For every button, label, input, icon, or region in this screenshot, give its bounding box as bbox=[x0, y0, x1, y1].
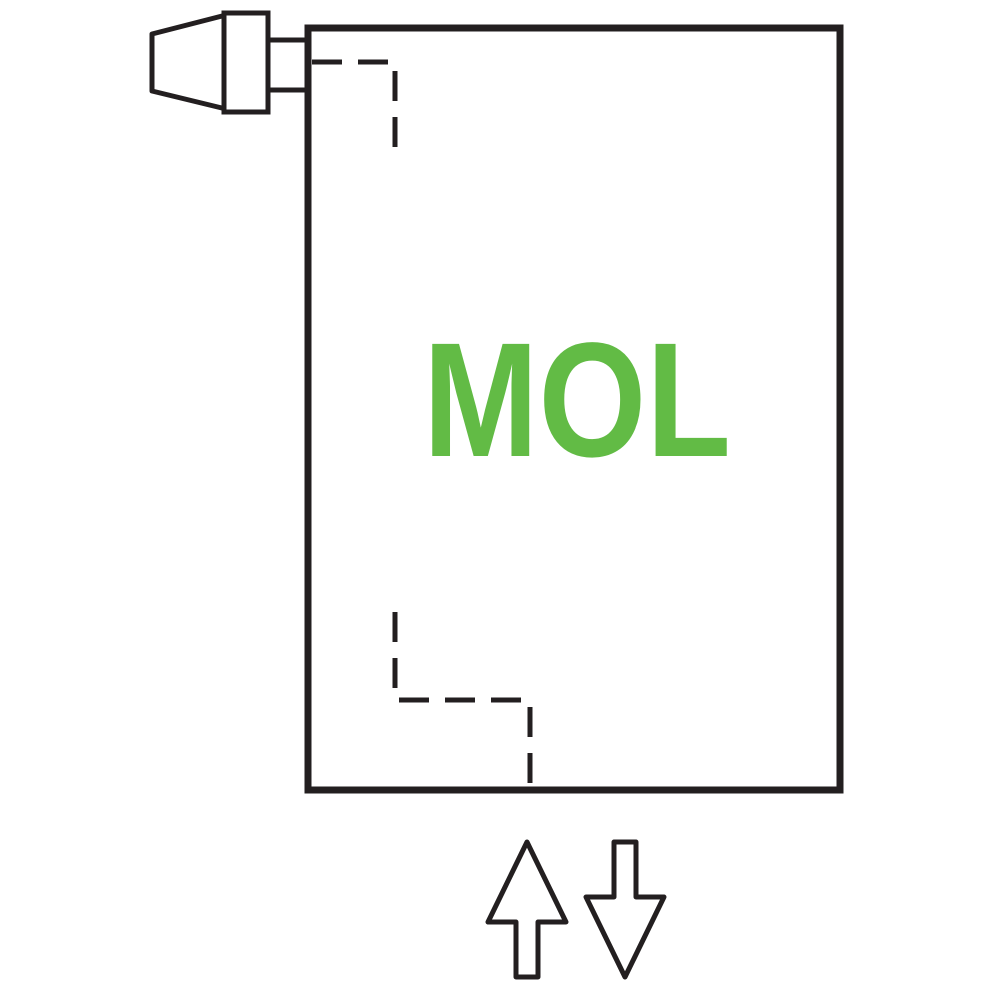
radiator-model-label: MOL bbox=[423, 308, 731, 491]
thermostat-valve-icon bbox=[149, 10, 315, 115]
dashed-flow-path-top bbox=[312, 59, 398, 152]
valve-body bbox=[221, 10, 271, 115]
dashed-flow-path-bottom bbox=[392, 612, 533, 788]
arrow-down-icon bbox=[583, 839, 667, 980]
valve-knob bbox=[149, 12, 229, 112]
arrow-up-icon bbox=[485, 839, 569, 980]
